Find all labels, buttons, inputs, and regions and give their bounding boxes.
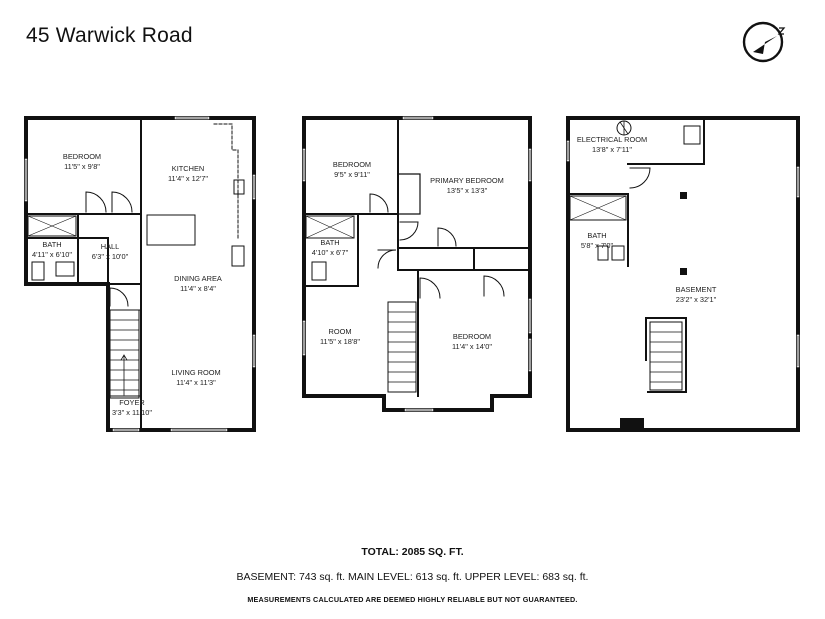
room-dims: 13'8" x 7'11"	[592, 145, 632, 154]
basement-posts	[620, 192, 687, 430]
support-post	[680, 268, 687, 275]
total-area: TOTAL: 2085 SQ. FT.	[361, 546, 464, 558]
room-name: KITCHEN	[172, 164, 204, 173]
room-dims: 5'8" x 7'0"	[581, 241, 614, 250]
basement-plan	[566, 116, 800, 432]
room-name: PRIMARY BEDROOM	[430, 176, 504, 185]
room-name: FOYER	[119, 398, 144, 407]
room-labels: BEDROOM 11'5" x 9'8" KITCHEN 11'4" x 12'…	[32, 135, 717, 417]
room-name: BATH	[587, 231, 606, 240]
room-dims: 6'3" x 10'0"	[92, 252, 129, 261]
room-dims: 23'2" x 32'1"	[676, 295, 717, 304]
room-dims: 11'5" x 18'8"	[320, 337, 360, 346]
room-dims: 11'4" x 12'7"	[168, 174, 208, 183]
room-dims: 11'4" x 8'4"	[180, 284, 216, 293]
level-areas: BASEMENT: 743 sq. ft. MAIN LEVEL: 613 sq…	[236, 571, 589, 583]
room-dims: 11'4" x 11'3"	[176, 378, 216, 387]
upper-level-plan	[302, 116, 532, 412]
basement-entry	[620, 418, 644, 430]
support-post	[680, 192, 687, 199]
room-dims: 4'10" x 6'7"	[312, 248, 349, 257]
room-name: BEDROOM	[63, 152, 101, 161]
room-dims: 11'4" x 14'0"	[452, 342, 492, 351]
room-name: BEDROOM	[333, 160, 371, 169]
disclaimer: MEASUREMENTS CALCULATED ARE DEEMED HIGHL…	[247, 595, 578, 604]
main-level-plan	[24, 116, 256, 432]
floor-plan: BEDROOM 11'5" x 9'8" KITCHEN 11'4" x 12'…	[24, 116, 800, 432]
room-dims: 11'5" x 9'8"	[64, 162, 100, 171]
room-name: LIVING ROOM	[171, 368, 220, 377]
room-name: BASEMENT	[676, 285, 717, 294]
room-name: HALL	[101, 242, 120, 251]
property-title: 45 Warwick Road	[26, 24, 193, 47]
room-dims: 4'11" x 6'10"	[32, 250, 72, 259]
room-name: BATH	[320, 238, 339, 247]
room-dims: 3'3" x 11'10"	[112, 408, 152, 417]
room-name: DINING AREA	[174, 274, 222, 283]
room-name: ELECTRICAL ROOM	[577, 135, 647, 144]
north-arrow-icon	[742, 21, 786, 63]
room-dims: 9'5" x 9'11"	[334, 170, 370, 179]
room-name: BATH	[42, 240, 61, 249]
room-name: BEDROOM	[453, 332, 491, 341]
room-name: ROOM	[329, 327, 352, 336]
room-dims: 13'5" x 13'3"	[447, 186, 488, 195]
